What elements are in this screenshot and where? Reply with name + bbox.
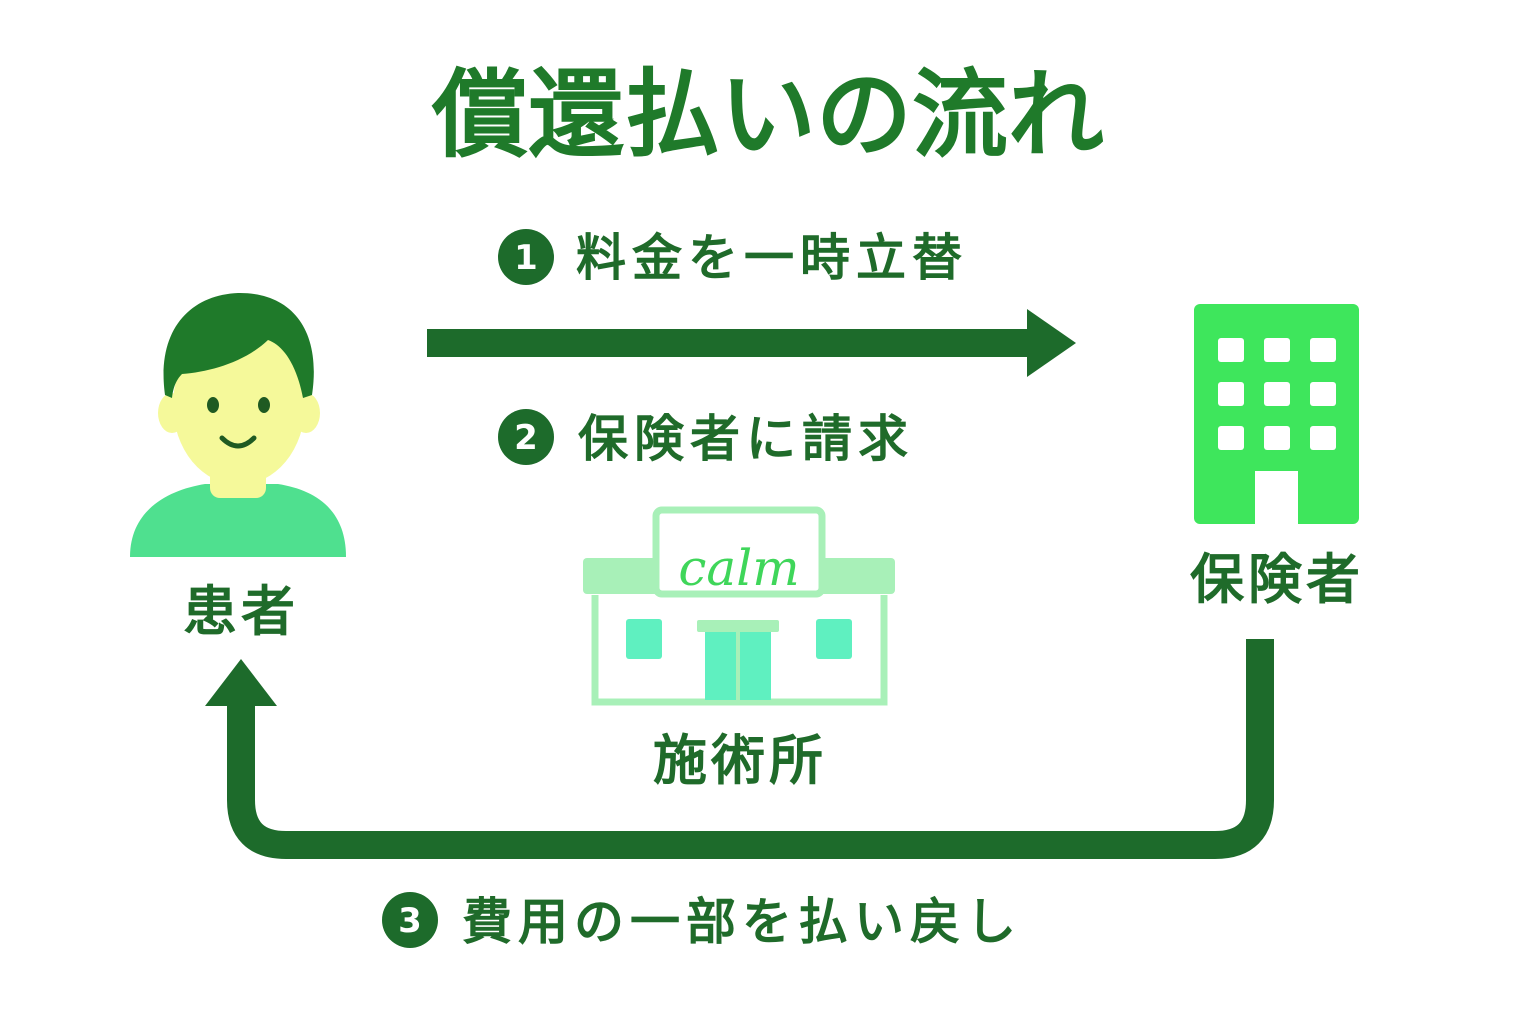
patient-left-eye [207, 397, 219, 413]
step-2-label: 保険者に請求 [578, 410, 914, 468]
building-icon [1194, 304, 1359, 524]
step-3-label: 費用の一部を払い戻し [462, 893, 1022, 951]
step-2-number: 2 [514, 418, 538, 458]
clinic-label: 施術所 [653, 729, 827, 792]
clinic-sign-text: calm [678, 539, 799, 597]
person-icon [130, 292, 346, 557]
step-2-label-group: 2 保険者に請求 [498, 409, 914, 468]
clinic-body-outline [591, 595, 888, 706]
step-3-label-group: 3 費用の一部を払い戻し [382, 892, 1022, 951]
patient-right-eye [258, 397, 270, 413]
step-1-label: 料金を一時立替 [576, 229, 968, 287]
clinic-right-window [816, 619, 852, 659]
patient-label: 患者 [183, 580, 299, 643]
step-3-number-badge [382, 892, 438, 948]
clinic-sign-box [652, 506, 826, 598]
diagram-title: 償還払いの流れ [431, 59, 1104, 171]
building-door [1255, 471, 1298, 524]
patient-hair [163, 292, 314, 398]
insurer-label: 保険者 [1190, 548, 1364, 611]
step-1-number: 1 [514, 238, 538, 278]
arrow-insurer-to-patient [205, 639, 1274, 859]
patient-mouth [219, 435, 257, 449]
building-windows [1218, 338, 1336, 450]
clinic-building-icon: calm [583, 506, 895, 706]
clinic-door-canopy [697, 620, 779, 632]
arrow-patient-to-insurer [427, 309, 1076, 377]
step-1-number-badge [498, 229, 554, 285]
patient-shirt [130, 484, 346, 557]
arrow-head-up [205, 659, 277, 706]
arrow-head-right [1027, 309, 1076, 377]
step-2-number-badge [498, 409, 554, 465]
return-arrow-path [227, 639, 1274, 859]
step-3-number: 3 [398, 901, 422, 941]
clinic-left-window [626, 619, 662, 659]
arrow-shaft [427, 329, 1037, 357]
step-1-label-group: 1 料金を一時立替 [498, 229, 968, 287]
